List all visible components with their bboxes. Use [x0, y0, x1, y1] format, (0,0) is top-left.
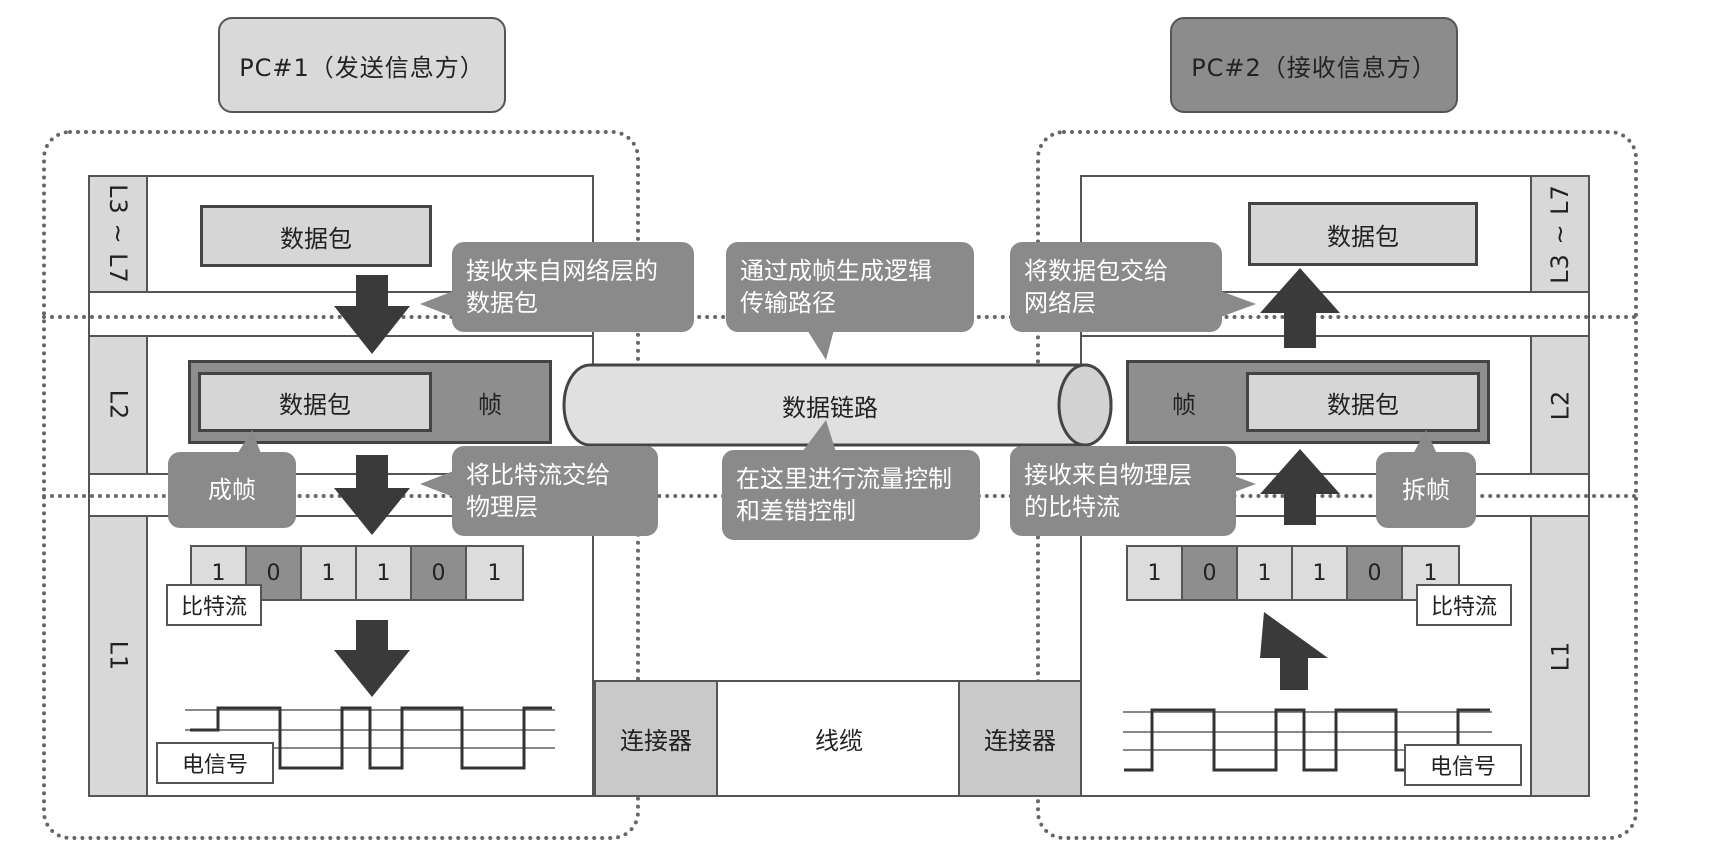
pc2-bitstream: 1 0 1 1 0 1: [1126, 545, 1460, 601]
bubble-logical-path: 通过成帧生成逻辑 传输路径: [726, 242, 974, 332]
pc2-bit-0: 1: [1128, 547, 1183, 599]
bubble-tail-give-packet: [1218, 290, 1256, 318]
pc1-bit-4: 0: [412, 547, 467, 599]
pc2-arrow-up-l1: [1260, 612, 1328, 690]
bubble-give-bits-to-physical-text: 将比特流交给 物理层: [466, 461, 610, 521]
pc1-frame-label-box: 帧: [440, 372, 540, 432]
pc1-bit-3: 1: [357, 547, 412, 599]
bubble-tail-give-bits: [420, 470, 456, 498]
bubble-logical-path-text: 通过成帧生成逻辑 传输路径: [740, 257, 932, 317]
pc2-signal-tag: 电信号: [1404, 744, 1522, 786]
pc1-bit-2: 1: [302, 547, 357, 599]
cable-label: 线缆: [815, 727, 863, 755]
bubble-tail-deframing: [1412, 430, 1438, 456]
pc2-signal-tag-label: 电信号: [1429, 755, 1496, 780]
pc2-divider-1: [1080, 291, 1590, 293]
pc1-divider-4: [88, 515, 594, 517]
pc1-arrow-down-upper: [334, 275, 410, 354]
bubble-receive-from-physical-text: 接收来自物理层 的比特流: [1024, 461, 1192, 521]
pc2-label-l2: L2: [1530, 337, 1588, 473]
pc2-divider-3: [1080, 473, 1590, 475]
pc1-frame-packet: 数据包: [198, 372, 432, 432]
pc2-frame-packet-label: 数据包: [1327, 390, 1399, 419]
pc2-label-l1: L1: [1530, 517, 1588, 795]
bubble-give-packet-to-network-text: 将数据包交给 网络层: [1024, 257, 1168, 317]
pc1-label-l2: L2: [90, 337, 148, 473]
pc2-bit-3: 1: [1293, 547, 1348, 599]
pc2-frame-label-box: 帧: [1134, 372, 1234, 432]
bubble-tail-receive-from-network: [420, 290, 456, 318]
pc2-title-box: PC#2（接收信息方）: [1170, 17, 1458, 113]
pc2-arrow-up-upper: [1260, 268, 1340, 348]
pc2-connector-label: 连接器: [984, 727, 1056, 755]
pc1-arrow-down-l1: [334, 620, 410, 697]
pc1-upper-packet: 数据包: [200, 205, 432, 267]
bubble-framing: 成帧: [168, 452, 296, 528]
pc1-frame-label: 帧: [478, 390, 502, 419]
bubble-receive-from-network: 接收来自网络层的 数据包: [452, 242, 694, 332]
bubble-flow-error-control-text: 在这里进行流量控制 和差错控制: [736, 465, 952, 525]
cable: 线缆: [718, 680, 960, 797]
bubble-tail-framing: [236, 430, 262, 456]
pc2-frame-label: 帧: [1172, 390, 1196, 419]
pc1-connector-label: 连接器: [620, 727, 692, 755]
pc2-bit-2: 1: [1238, 547, 1293, 599]
pc2-upper-packet-label: 数据包: [1327, 222, 1399, 251]
bubble-deframing-text: 拆帧: [1402, 476, 1450, 504]
pc2-bitstream-tag: 比特流: [1416, 584, 1512, 626]
pc2-divider-4: [1080, 515, 1590, 517]
pc1-title-box: PC#1（发送信息方）: [218, 17, 506, 113]
pc2-bit-4: 0: [1348, 547, 1403, 599]
pc1-label-l1: L1: [90, 517, 148, 795]
pc1-signal-tag-label: 电信号: [181, 753, 248, 778]
datalink-label: 数据链路: [782, 393, 878, 422]
bubble-give-bits-to-physical: 将比特流交给 物理层: [452, 446, 658, 536]
pc1-bitstream-tag: 比特流: [166, 584, 262, 626]
pc2-bit-1: 0: [1183, 547, 1238, 599]
pc1-arrow-down-l2: [334, 455, 410, 535]
pc2-arrow-up-l2: [1260, 449, 1340, 525]
pc2-label-upper: L3 ~ L7: [1530, 177, 1588, 291]
pc2-title: PC#2（接收信息方）: [1191, 53, 1437, 82]
pc1-divider-1: [88, 291, 594, 293]
bubble-receive-from-network-text: 接收来自网络层的 数据包: [466, 257, 658, 317]
pc1-bitstream: 1 0 1 1 0 1: [190, 545, 524, 601]
datalink-cylinder: [562, 363, 1113, 447]
bubble-tail-flow-control: [802, 420, 836, 452]
pc1-divider-3: [88, 473, 594, 475]
pc1-title: PC#1（发送信息方）: [239, 53, 485, 82]
bubble-framing-text: 成帧: [208, 476, 256, 504]
pc1-bitstream-tag-label: 比特流: [180, 595, 247, 620]
pc2-upper-packet: 数据包: [1248, 202, 1478, 266]
pc2-frame-packet: 数据包: [1246, 372, 1480, 432]
pc2-connector: 连接器: [958, 680, 1082, 797]
pc1-connector: 连接器: [594, 680, 718, 797]
pc2-divider-2: [1080, 335, 1590, 337]
pc1-divider-2: [88, 335, 594, 337]
pc1-label-upper: L3 ~ L7: [90, 177, 148, 291]
pc1-signal-tag: 电信号: [156, 742, 274, 784]
pc1-frame-packet-label: 数据包: [279, 390, 351, 419]
bubble-receive-from-physical: 接收来自物理层 的比特流: [1010, 446, 1236, 536]
bubble-flow-error-control: 在这里进行流量控制 和差错控制: [722, 450, 980, 540]
pc1-bit-5: 1: [467, 547, 522, 599]
bubble-deframing: 拆帧: [1376, 452, 1476, 528]
datalink-label-box: 数据链路: [600, 372, 1060, 438]
pc2-bitstream-tag-label: 比特流: [1430, 595, 1497, 620]
pc1-upper-packet-label: 数据包: [280, 224, 352, 253]
bubble-give-packet-to-network: 将数据包交给 网络层: [1010, 242, 1222, 332]
